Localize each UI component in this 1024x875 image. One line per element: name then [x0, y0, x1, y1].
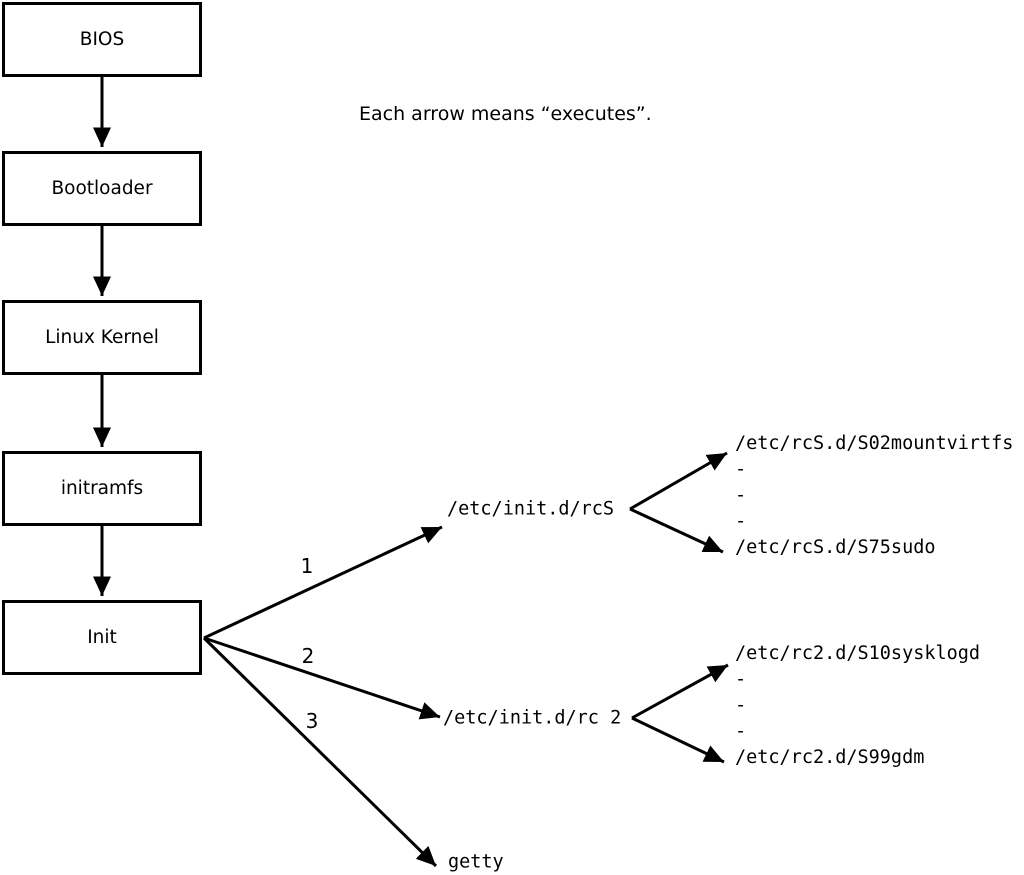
node-bootloader: Bootloader: [2, 151, 202, 226]
arrow-init-to-rcs: [203, 525, 443, 640]
rc2-script-item: -: [735, 721, 747, 742]
target-rc2-label: /etc/init.d/rc 2: [443, 707, 622, 729]
arrow-rcs-to-s75sudo: [629, 507, 724, 554]
node-linux-kernel: Linux Kernel: [2, 300, 202, 375]
arrow-rcs-to-s02mountvirtfs: [629, 451, 728, 511]
node-init-label: Init: [87, 627, 117, 648]
node-initramfs: initramfs: [2, 451, 202, 526]
rcs-script-item: -: [735, 485, 747, 506]
node-init: Init: [2, 600, 202, 675]
arrow-rc2-to-s10sysklogd: [631, 663, 729, 720]
arrow-init-to-getty: [202, 636, 438, 868]
note-text: Each arrow means “executes”.: [359, 103, 652, 125]
rcs-script-item: /etc/rcS.d/S75sudo: [735, 537, 936, 558]
node-linux-kernel-label: Linux Kernel: [45, 327, 159, 348]
arrow-label-1: 1: [300, 554, 314, 578]
arrow-label-2: 2: [301, 644, 315, 668]
rcs-script-item: /etc/rcS.d/S02mountvirtfs: [735, 433, 1014, 454]
node-bootloader-label: Bootloader: [51, 178, 153, 199]
arrow-init-to-rc2: [203, 636, 441, 720]
rc2-script-list: /etc/rc2.d/S10sysklogd - - - /etc/rc2.d/…: [735, 641, 980, 771]
node-bios: BIOS: [2, 2, 202, 77]
target-getty-label: getty: [448, 851, 504, 873]
rc2-script-item: -: [735, 695, 747, 716]
node-initramfs-label: initramfs: [60, 478, 144, 499]
rc2-script-item: /etc/rc2.d/S10sysklogd: [735, 643, 981, 664]
rcs-script-list: /etc/rcS.d/S02mountvirtfs - - - /etc/rcS…: [735, 431, 1013, 561]
rc2-script-item: /etc/rc2.d/S99gdm: [735, 747, 925, 768]
arrow-label-3: 3: [305, 709, 319, 733]
arrow-rc2-to-s99gdm: [631, 716, 725, 764]
rcs-script-item: -: [735, 459, 747, 480]
target-rcs-label: /etc/init.d/rcS: [447, 498, 615, 520]
rcs-script-item: -: [735, 511, 747, 532]
rc2-script-item: -: [735, 669, 747, 690]
node-bios-label: BIOS: [79, 29, 125, 50]
